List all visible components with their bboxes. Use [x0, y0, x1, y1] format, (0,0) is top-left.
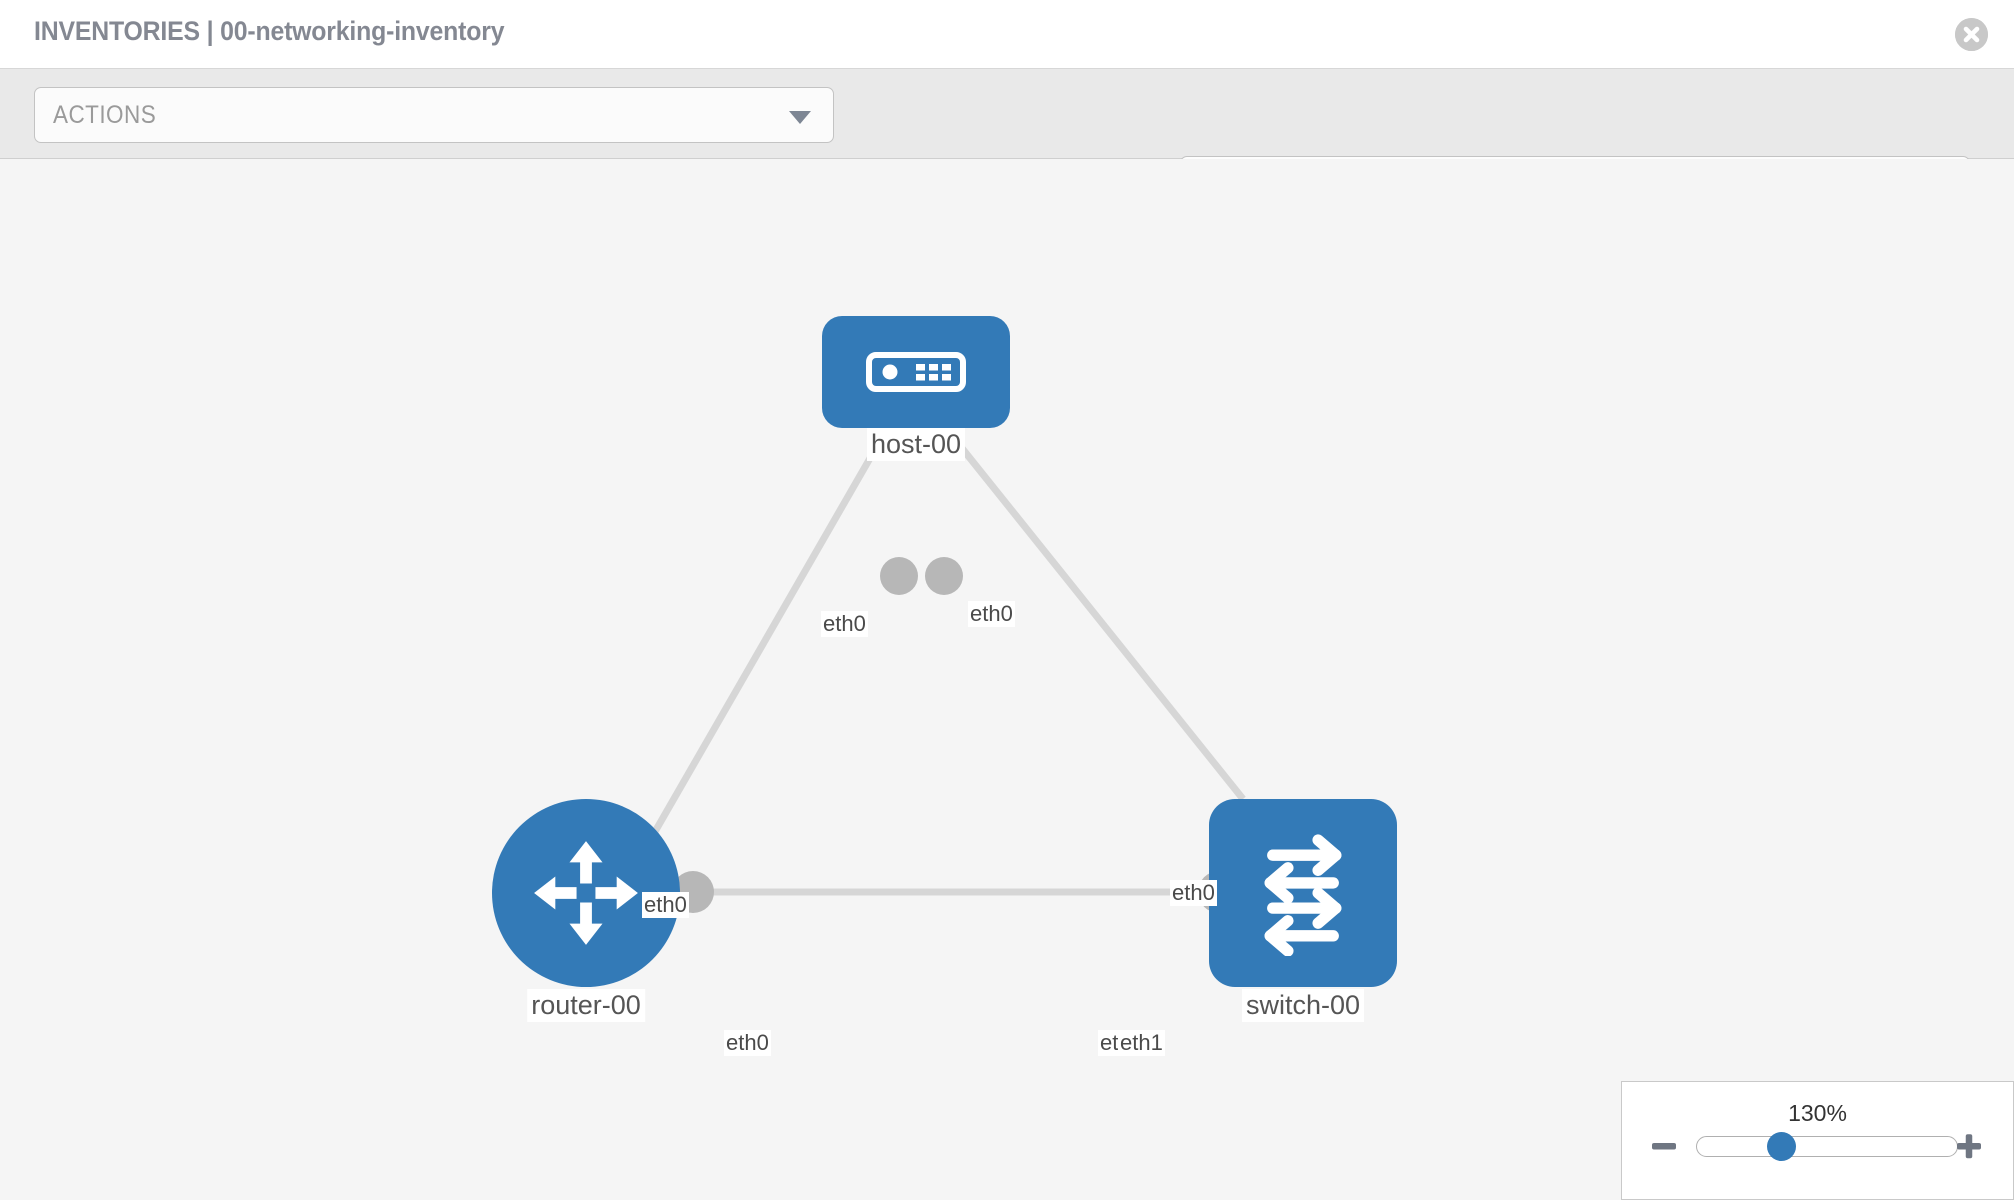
link-label-router-upper: eth0: [642, 892, 689, 918]
zoom-percent-label: 130%: [1788, 1100, 1847, 1126]
server-icon: [866, 352, 966, 392]
switch-arrows-icon: [1264, 834, 1342, 956]
router-arrows-icon: [534, 841, 638, 945]
endpoint-host-left[interactable]: [880, 557, 918, 595]
zoom-control-panel: 130%: [1621, 1081, 2014, 1200]
node-host-00[interactable]: host-00: [822, 316, 1010, 461]
host-node-shape: [822, 316, 1010, 428]
node-label-router-00: router-00: [527, 989, 645, 1022]
page-title: INVENTORIES | 00-networking-inventory: [34, 16, 505, 46]
link-label-switch-upper: eth0: [1170, 880, 1217, 906]
minus-icon[interactable]: [1649, 1131, 1679, 1161]
node-label-host-00: host-00: [866, 428, 966, 461]
endpoint-host-right[interactable]: [925, 557, 963, 595]
link-label-router-right: eth0: [724, 1030, 771, 1056]
actions-dropdown[interactable]: ACTIONS: [34, 87, 834, 143]
link-label-host-right: eth0: [968, 601, 1015, 627]
topology-canvas[interactable]: host-00 router-00: [0, 159, 2014, 1200]
plus-icon[interactable]: [1954, 1131, 1984, 1161]
zoom-slider-thumb[interactable]: [1767, 1132, 1796, 1161]
switch-node-shape: [1209, 799, 1397, 987]
topology-links: [641, 424, 1246, 896]
link-label-switch-left: eth1: [1118, 1030, 1165, 1056]
page-header: INVENTORIES | 00-networking-inventory: [0, 0, 2014, 69]
toolbar: ACTIONS SEARCH: [0, 69, 2014, 212]
close-icon[interactable]: [1955, 18, 1988, 51]
chevron-down-icon: [789, 111, 811, 124]
link-host-switch[interactable]: [942, 424, 1246, 802]
actions-dropdown-label: ACTIONS: [53, 101, 157, 129]
node-label-switch-00: switch-00: [1241, 989, 1365, 1022]
link-label-host-left: eth0: [821, 611, 868, 637]
link-host-router[interactable]: [641, 425, 892, 851]
node-switch-00[interactable]: switch-00: [1209, 799, 1397, 1022]
zoom-slider-track[interactable]: [1696, 1136, 1958, 1157]
